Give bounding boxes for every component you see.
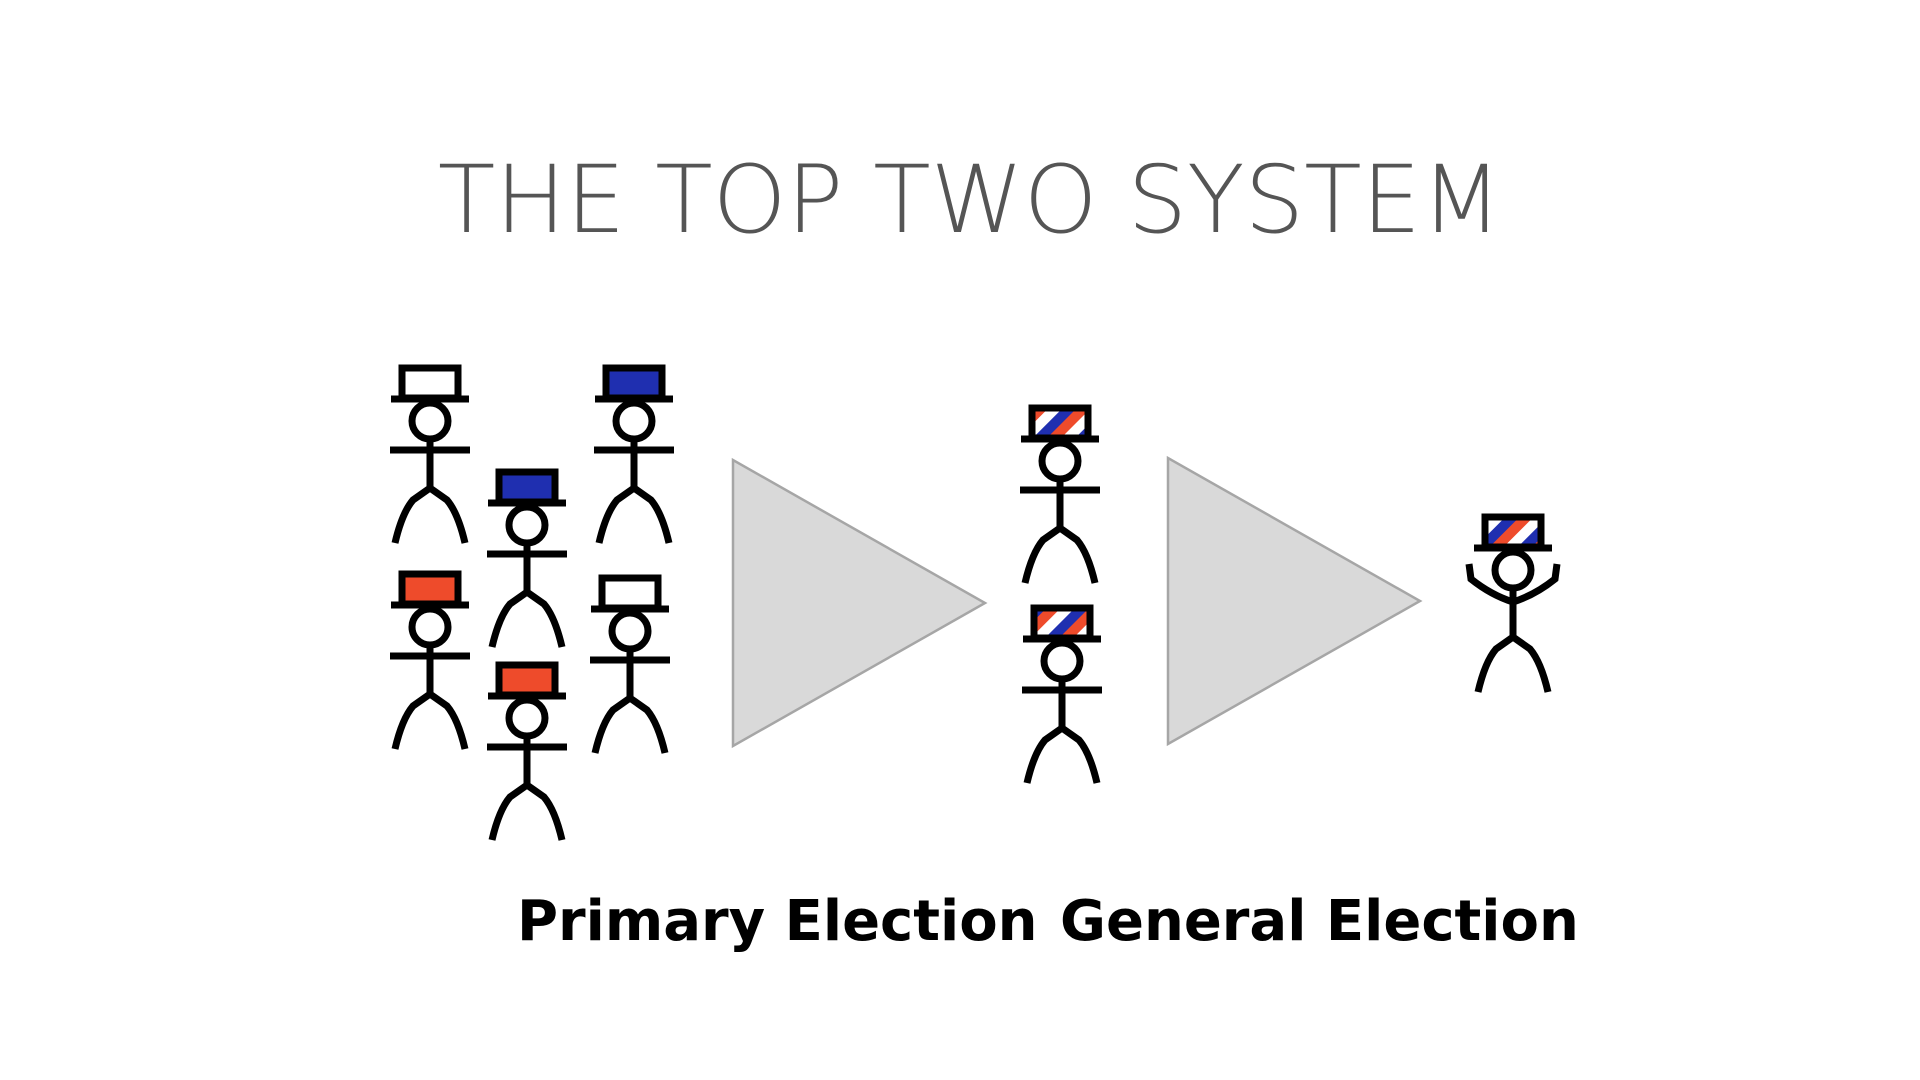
primary-candidate-figure [390, 364, 470, 544]
slide-title: THE TOP TWO SYSTEM [438, 146, 1502, 255]
hat-icon [1481, 513, 1545, 551]
legs [591, 693, 669, 754]
general-arrow-icon [1166, 455, 1423, 747]
primary-election-label: Primary Election [517, 889, 1038, 954]
head [408, 605, 452, 649]
figures-layer [390, 364, 1561, 841]
legs [1023, 723, 1101, 784]
hat-icon [495, 661, 559, 699]
hat-icon [495, 468, 559, 506]
primary-candidate-figure [390, 570, 470, 750]
primary-candidate-figure [590, 574, 670, 754]
primary-candidate-figure [487, 468, 567, 648]
legs [595, 483, 673, 544]
legs [391, 689, 469, 750]
legs [1021, 523, 1099, 584]
general-election-label: General Election [1060, 889, 1579, 954]
head [612, 399, 656, 443]
hat-icon [1028, 404, 1092, 442]
hat-icon [602, 364, 666, 402]
hat-icon [1030, 604, 1094, 642]
head [608, 609, 652, 653]
legs [488, 587, 566, 648]
head [408, 399, 452, 443]
head [505, 503, 549, 547]
top-two-candidate-figure [1020, 404, 1100, 584]
primary-arrow-icon [731, 457, 988, 749]
legs [488, 780, 566, 841]
hat-icon [598, 574, 662, 612]
winner-figure [1465, 513, 1561, 693]
hat-icon [398, 570, 462, 608]
legs [1474, 632, 1552, 693]
top-two-candidate-figure [1022, 604, 1102, 784]
legs [391, 483, 469, 544]
head [505, 696, 549, 740]
primary-candidate-figure [594, 364, 674, 544]
head [1038, 439, 1082, 483]
head [1491, 548, 1535, 592]
primary-candidate-figure [487, 661, 567, 841]
head [1040, 639, 1084, 683]
hat-icon [398, 364, 462, 402]
